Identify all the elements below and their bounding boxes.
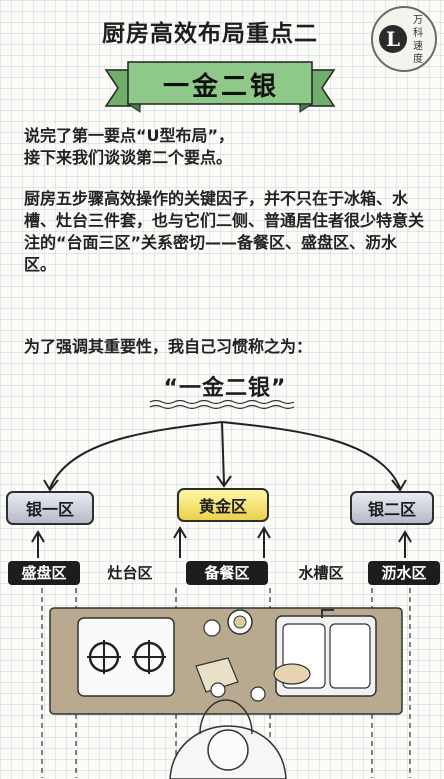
- paragraph-intro: 说完了第一要点“U型布局”， 接下来我们谈谈第二个要点。: [24, 126, 235, 167]
- zone-silver-one: 银一区: [6, 491, 94, 525]
- arrowhead: [43, 479, 59, 492]
- label-stove-area: 灶台区: [107, 564, 153, 582]
- seal-text: 万科速度: [413, 15, 423, 65]
- up-arrows: [31, 526, 412, 558]
- label-drain-area: 沥水区: [368, 561, 440, 585]
- label-sink-area: 水槽区: [298, 564, 344, 582]
- zone-silver-two: 银二区: [350, 491, 434, 525]
- kitchen-layout-diagram: [31, 400, 412, 779]
- label-prep-area: 备餐区: [186, 561, 268, 585]
- plate: [273, 663, 311, 685]
- person-hand: [250, 686, 266, 702]
- person-hand: [210, 682, 226, 698]
- person-arms: [199, 699, 253, 735]
- label-plating-area: 盛盘区: [8, 561, 80, 585]
- term-heading: “一金二银”: [163, 376, 287, 401]
- zone-gold: 黄金区: [177, 488, 269, 522]
- arrowhead: [216, 475, 232, 488]
- banner-text: 一金二银: [162, 72, 279, 102]
- arrow-to-right-zone: [221, 421, 401, 489]
- bowl: [203, 619, 221, 637]
- seal-letter: L: [379, 25, 407, 53]
- cutting-board: [195, 657, 239, 693]
- ribbon-banner: [104, 61, 336, 113]
- stove: [77, 617, 175, 697]
- arrow-to-center-zone: [221, 421, 225, 485]
- person-head: [207, 729, 249, 771]
- wave-line: [149, 404, 295, 410]
- page-title: 厨房高效布局重点二: [102, 21, 318, 47]
- paragraph-body: 厨房五步骤高效操作的关键因子，并不只在于冰箱、水槽、灶台三件套，也与它们二侧、普…: [24, 189, 425, 274]
- faucet: [321, 609, 334, 618]
- arrowhead: [391, 479, 407, 492]
- paragraph-lead: 为了强调其重要性，我自己习惯称之为：: [24, 337, 313, 356]
- wave-line: [149, 400, 295, 405]
- brand-seal-logo: L 万科速度: [371, 6, 437, 72]
- arrow-to-left-zone: [49, 421, 223, 489]
